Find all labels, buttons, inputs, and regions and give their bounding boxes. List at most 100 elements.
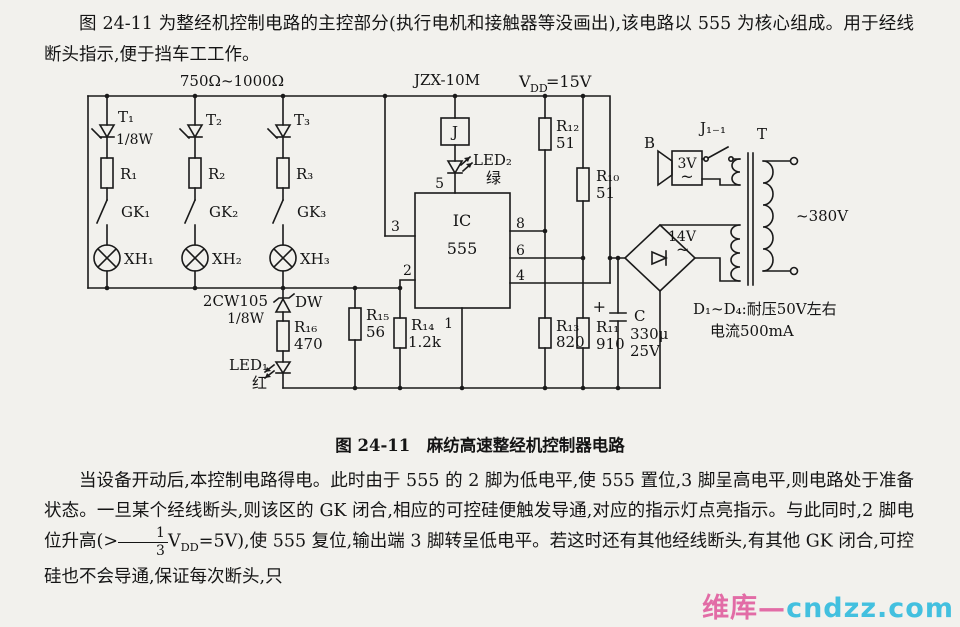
label-t1-power: 1/8W	[116, 132, 154, 148]
body-part2: =5V),使 555 复位,输出端 3 脚转呈低电平。若这时还有其他经线断头,有…	[44, 531, 914, 588]
label-r15-val: 56	[366, 323, 385, 341]
label-buzzer-ac: ~	[680, 167, 693, 186]
label-led1: LED₁	[229, 356, 268, 374]
label-zener-power: 1/8W	[227, 311, 265, 327]
mains-terminal-top	[789, 156, 799, 166]
lamp-xh1-icon	[93, 244, 121, 272]
capacitor-c-icon	[609, 312, 627, 322]
resistor-r14	[393, 317, 407, 349]
label-r16: R₁₆	[294, 318, 317, 336]
label-t1: T₁	[118, 108, 134, 126]
label-r12-val: 51	[556, 134, 575, 152]
resistor-r2	[188, 157, 202, 189]
label-buzzer-b: B	[644, 134, 655, 152]
label-vdd-v: V	[518, 73, 531, 91]
label-r10-val: 51	[596, 184, 615, 202]
label-ic: IC	[453, 211, 472, 230]
resistor-r13	[538, 317, 552, 349]
bridge-rectifier-icon	[623, 223, 697, 293]
led1-icon	[263, 361, 292, 380]
label-bridge-v: 14V	[668, 229, 697, 245]
label-dw: DW	[295, 293, 323, 311]
transformer-t-icon	[730, 152, 799, 286]
label-r13-val: 820	[556, 333, 585, 351]
label-r14-val: 1.2k	[408, 333, 442, 351]
watermark-domain: cndzz.com	[786, 593, 954, 624]
resistor-r16	[276, 320, 290, 352]
label-t2: T₂	[206, 111, 222, 129]
label-led2-color: 绿	[486, 169, 501, 187]
label-gk1: GK₁	[121, 203, 150, 221]
resistor-r10	[576, 167, 590, 202]
label-led1-color: 红	[252, 374, 267, 392]
thyristor-t1-icon	[90, 124, 116, 140]
fraction-denominator: 3	[156, 542, 165, 559]
label-r14: R₁₄	[411, 316, 434, 334]
ic-555-box	[414, 192, 511, 309]
label-diode-note2: 电流500mA	[710, 322, 794, 340]
watermark-brand: 维库—	[702, 593, 787, 624]
label-r11: R₁₁	[596, 318, 619, 336]
label-r-range: 750Ω~1000Ω	[180, 73, 284, 90]
label-xh1: XH₁	[124, 250, 154, 268]
label-xh3: XH₃	[300, 250, 330, 268]
label-555: 555	[447, 239, 478, 258]
resistor-r15	[348, 307, 362, 341]
vdd-symbol: V	[167, 531, 181, 552]
relay-j-box	[440, 117, 470, 146]
label-cap: C	[634, 307, 645, 325]
label-transformer-t: T	[757, 125, 767, 143]
thyristor-t3-icon	[266, 124, 292, 140]
switch-gk1	[95, 198, 109, 225]
body-part1: 当设备开动后,本控制电路得电。此时由于 555 的 2 脚为低电平,使 555 …	[44, 471, 914, 552]
relay-contact-j1-1-icon	[702, 145, 734, 163]
label-xh2: XH₂	[212, 250, 242, 268]
label-r12: R₁₂	[556, 117, 579, 135]
label-zener-model: 2CW105	[203, 292, 268, 310]
figure-caption: 图 24-11 麻纺高速整经机控制器电路	[335, 436, 625, 455]
label-cap-plus: +	[593, 297, 606, 316]
label-gk2: GK₂	[209, 203, 238, 221]
label-r15: R₁₅	[366, 306, 389, 324]
label-r11-val: 910	[596, 335, 625, 353]
switch-gk2	[183, 198, 197, 225]
label-buzzer-v: 3V	[677, 156, 697, 172]
label-j1-1: J₁₋₁	[698, 119, 726, 137]
switch-gk3	[271, 198, 285, 225]
label-cap-v: 25V	[630, 342, 661, 360]
label-relay-j: J	[450, 123, 458, 141]
label-gk3: GK₃	[297, 203, 326, 221]
resistor-r12	[538, 117, 552, 151]
label-diode-note1: D₁~D₄:耐压50V左右	[693, 300, 837, 318]
zener-dw-icon	[272, 292, 296, 313]
label-t3: T₃	[294, 111, 310, 129]
lamp-xh2-icon	[181, 244, 209, 272]
label-cap-val: 330μ	[630, 325, 669, 343]
label-pin3: 3	[391, 219, 400, 235]
label-r2: R₂	[208, 165, 225, 183]
label-pin5: 5	[435, 176, 444, 192]
junction-dots	[104, 93, 621, 391]
circuit-schematic: 750Ω~1000Ω JZX-10M V DD =15V T₁ 1/8W T₂ …	[87, 73, 849, 392]
resistor-r3	[276, 157, 290, 189]
buzzer-b-icon	[657, 149, 703, 187]
label-pin1: 1	[444, 316, 453, 332]
label-pin6: 6	[516, 243, 525, 259]
schematic-labels: 750Ω~1000Ω JZX-10M V DD =15V T₁ 1/8W T₂ …	[116, 73, 849, 392]
label-bridge-ac: ~	[676, 240, 689, 259]
label-r16-val: 470	[294, 335, 323, 353]
vdd-subscript: DD	[180, 540, 199, 555]
label-r1: R₁	[120, 165, 137, 183]
watermark: 维库—cndzz.com	[702, 586, 954, 625]
label-r3: R₃	[296, 165, 313, 183]
led2-icon	[446, 155, 474, 175]
label-r10: R₁₀	[596, 167, 619, 185]
label-led2: LED₂	[473, 151, 512, 169]
lamp-xh3-icon	[269, 244, 297, 272]
label-pin2: 2	[403, 263, 412, 279]
fraction-numerator: 1	[118, 526, 168, 543]
label-pin8: 8	[516, 216, 525, 232]
label-pin4: 4	[516, 268, 525, 284]
